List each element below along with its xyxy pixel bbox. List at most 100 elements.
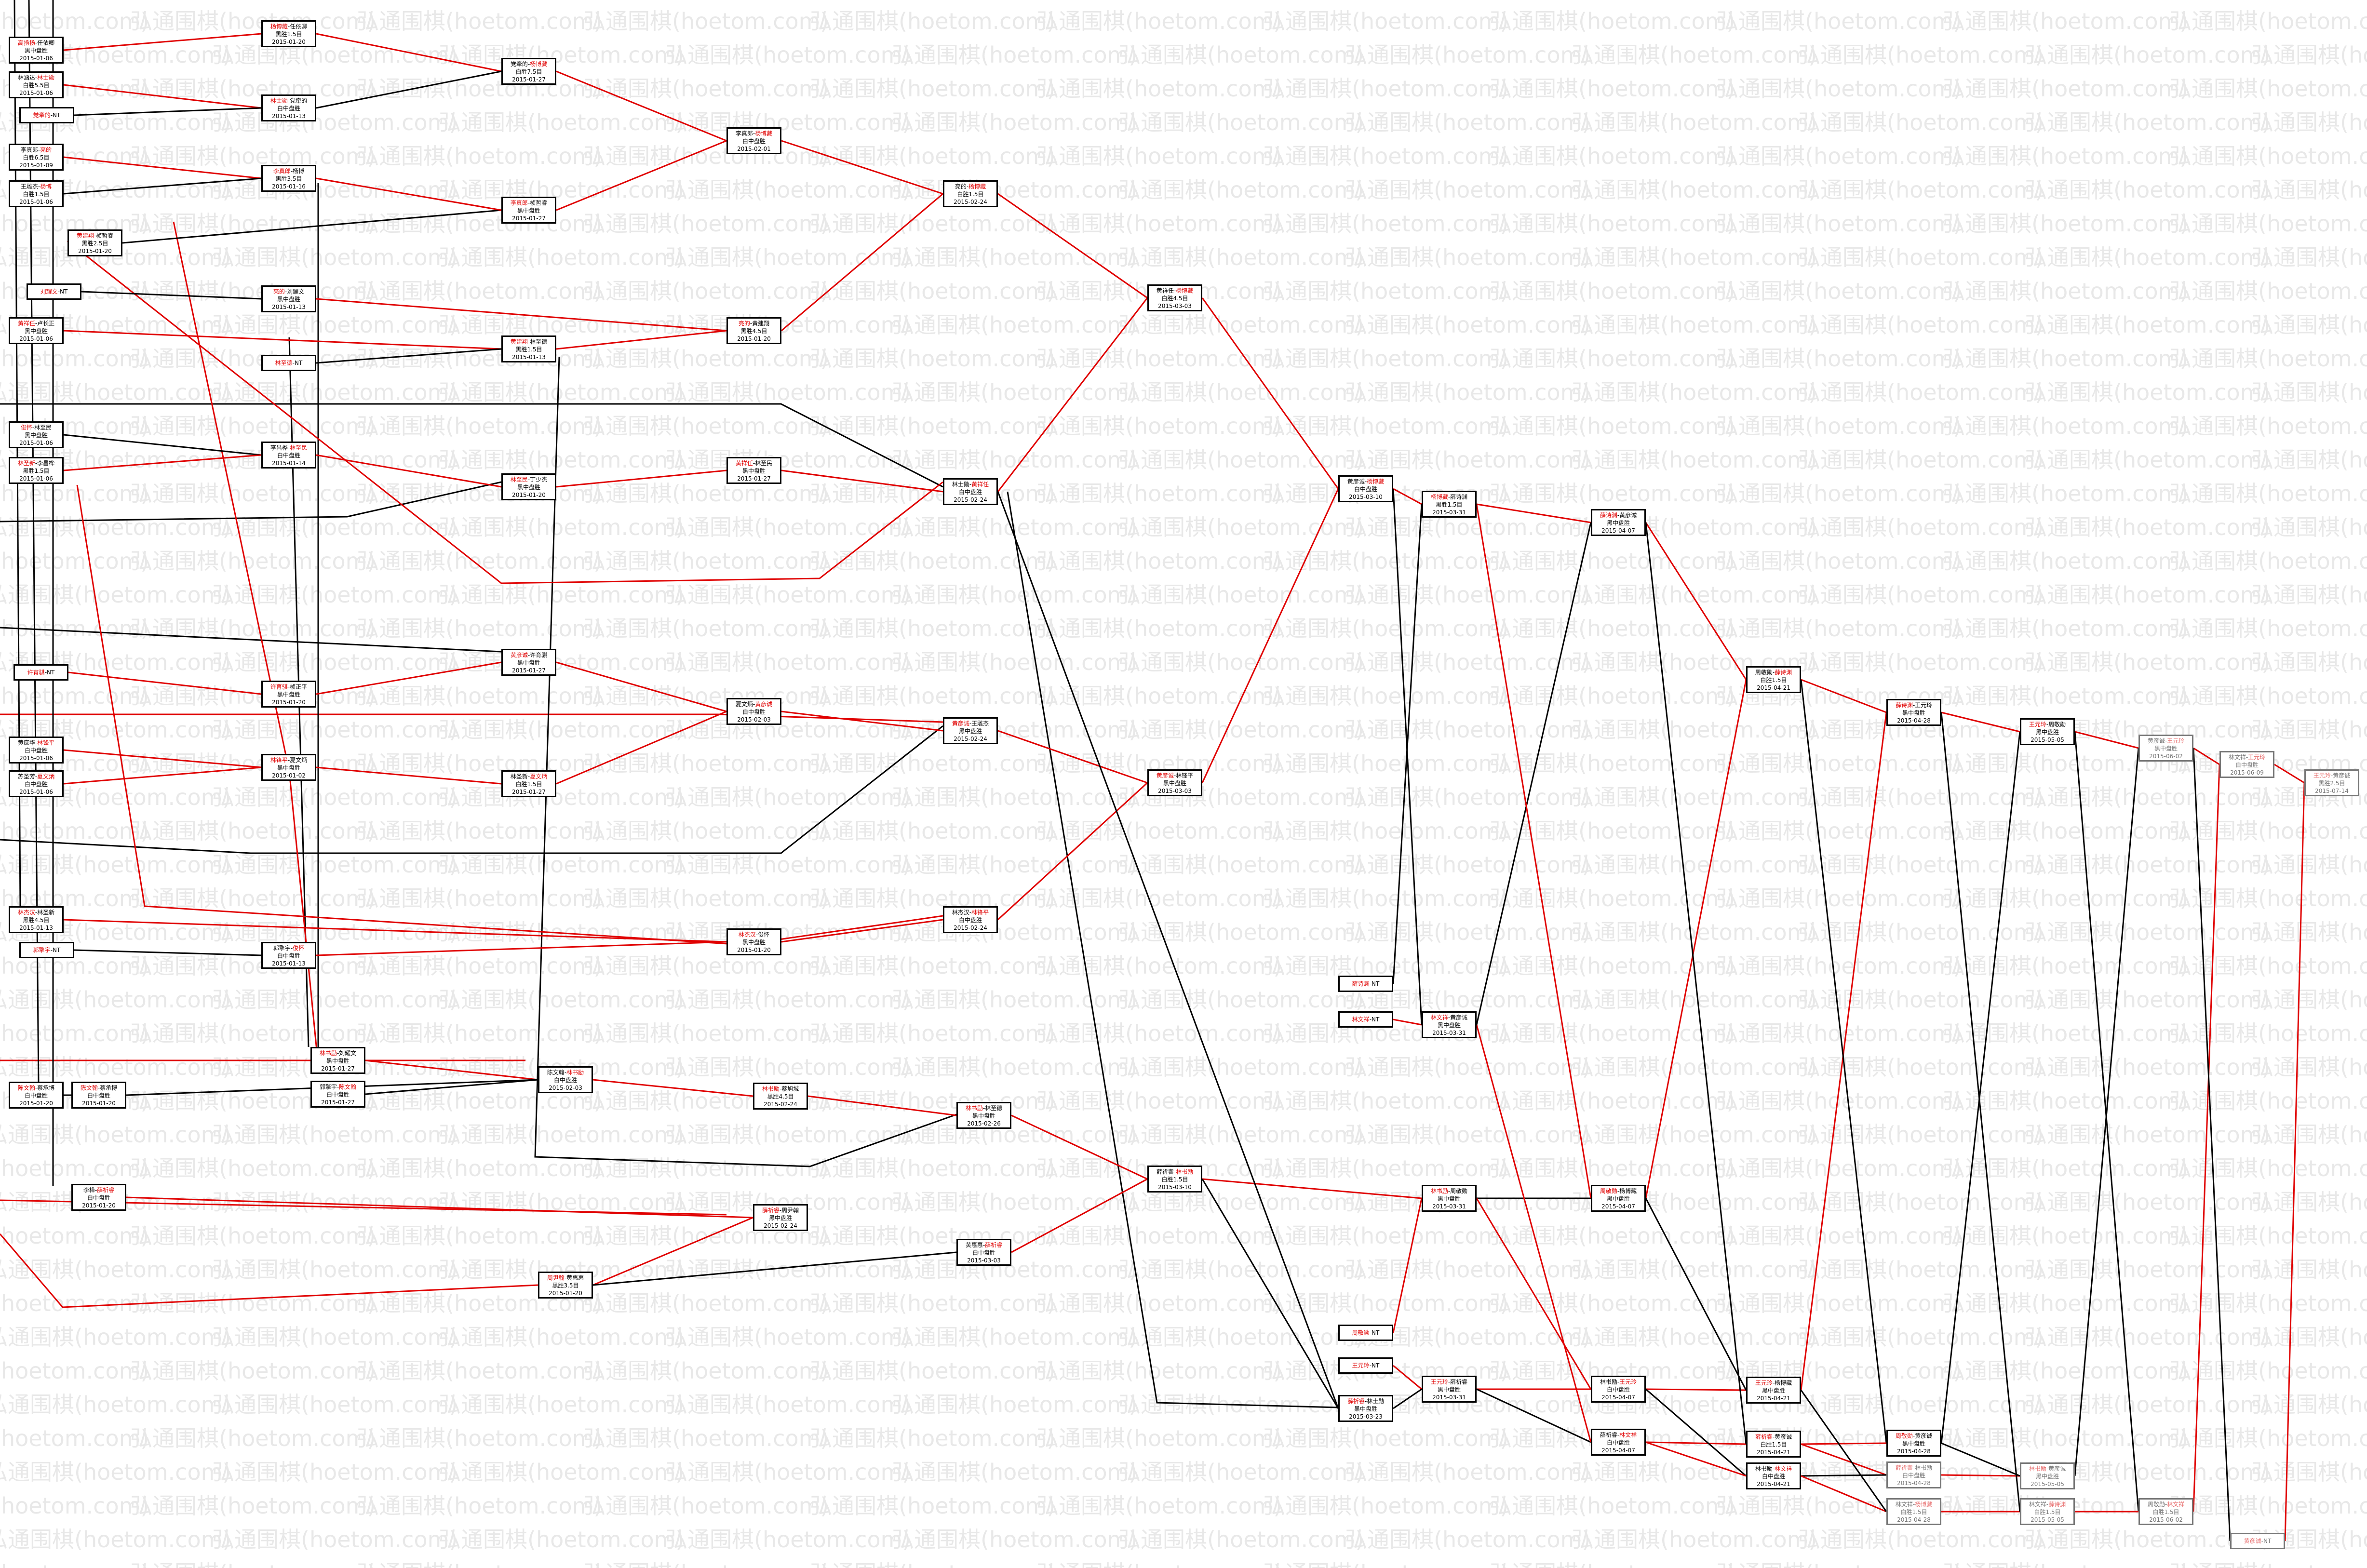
loser-connector xyxy=(63,434,262,456)
match-date: 2015-04-21 xyxy=(1757,1395,1790,1402)
winner-connector xyxy=(1202,1178,1422,1199)
player-a: 薛诗渊 xyxy=(1895,702,1913,709)
player-b: 薛诗渊 xyxy=(2048,1501,2066,1508)
match-date: 2015-04-28 xyxy=(1897,1480,1931,1487)
player-separator: - xyxy=(1772,1434,1775,1440)
match-result: 白胜1.5目 xyxy=(1900,1509,1927,1515)
match-players: 周敬勋-黄彦诚 xyxy=(1888,1432,1940,1440)
match-date: 2015-01-20 xyxy=(737,335,771,342)
loser-connector xyxy=(1007,491,1339,1408)
match-players: 王元玲-黄彦诚 xyxy=(2306,772,2358,779)
match-players: 党牵的-杨博藏 xyxy=(503,60,555,68)
match-date: 2015-01-06 xyxy=(19,199,53,205)
match-players: 亮的-杨博藏 xyxy=(944,183,996,190)
player-b: 周敬勋 xyxy=(1450,1188,1468,1194)
player-b: 杨博藏 xyxy=(1176,287,1194,294)
loser-connector xyxy=(0,725,943,854)
player-separator: - xyxy=(1173,287,1176,294)
match-result: 白中盘胜 xyxy=(958,489,982,496)
player-separator: - xyxy=(336,1084,339,1090)
player-b: 黄祥任 xyxy=(971,481,989,488)
match-date: 2015-07-14 xyxy=(2315,788,2349,794)
player-a: 林锋平 xyxy=(270,757,288,764)
match-date: 2015-01-20 xyxy=(549,1290,582,1297)
match-players: 杨博藏-任依卿 xyxy=(263,23,315,30)
match-result: 白胜1.5目 xyxy=(2152,1509,2179,1515)
player-a: 周尹翰 xyxy=(547,1274,565,1281)
player-b: 林至民 xyxy=(34,424,52,431)
player-separator: - xyxy=(2165,1501,2167,1508)
player-b: 俊怀 xyxy=(758,931,770,938)
match-players: 黄庶华-林锋平 xyxy=(10,739,62,747)
player-separator: - xyxy=(527,652,530,658)
player-a: 夏文炳 xyxy=(735,701,753,708)
match-date: 2015-05-05 xyxy=(2031,1481,2064,1488)
match-players: 黄彦诚-王元玲 xyxy=(2140,737,2192,745)
winner-connector xyxy=(1645,1441,1747,1445)
match-players: 郭擎宇-NT xyxy=(21,946,73,954)
match-result: 黑胜1.5目 xyxy=(23,468,50,474)
match-date: 2015-01-13 xyxy=(272,113,306,120)
match-date: 2015-01-13 xyxy=(512,354,546,361)
match-result: 黑胜1.5目 xyxy=(275,31,302,38)
player-b: 黄彦诚 xyxy=(755,701,773,708)
match-result: 黑中盘胜 xyxy=(277,296,300,303)
match-date: 2015-05-05 xyxy=(2031,737,2064,743)
match-result: 黑中盘胜 xyxy=(1606,520,1630,526)
player-b: 蔡旭城 xyxy=(781,1086,799,1092)
winner-connector xyxy=(63,156,262,179)
match-node: 薛诗渊-NT xyxy=(1338,976,1393,992)
winner-connector xyxy=(2074,731,2139,749)
loser-connector xyxy=(316,70,502,109)
match-players: 林杰汉-俊怀 xyxy=(728,931,780,938)
match-date: 2015-01-14 xyxy=(272,460,306,467)
player-b: 蔡承博 xyxy=(100,1085,118,1091)
player-a: 林文祥 xyxy=(2228,754,2246,761)
match-date: 2015-02-26 xyxy=(967,1120,1001,1127)
match-players: 李真郎-亮的 xyxy=(10,146,62,154)
winner-connector xyxy=(316,941,727,956)
match-node: 林文祥-NT xyxy=(1338,1011,1393,1028)
player-a: 王元玲 xyxy=(1430,1379,1448,1385)
winner-connector xyxy=(1801,679,1887,713)
player-b: 林锋平 xyxy=(1176,772,1194,779)
match-players: 林文祥-黄彦诚 xyxy=(1423,1014,1475,1021)
match-date: 2015-01-27 xyxy=(512,667,546,674)
match-result: 黑胜4.5目 xyxy=(767,1093,794,1100)
player-a: 黄祥任 xyxy=(17,320,35,327)
player-b: 杨博藏 xyxy=(1619,1188,1637,1194)
match-result: 黑中盘胜 xyxy=(1437,1022,1461,1029)
match-date: 2015-02-24 xyxy=(954,736,987,742)
match-players: 李真郎-桢哲睿 xyxy=(503,199,555,207)
player-a: 黄祥任 xyxy=(735,460,753,467)
match-result: 白中盘胜 xyxy=(972,1249,995,1256)
player-separator: - xyxy=(753,460,755,467)
player-separator: - xyxy=(753,130,755,137)
match-players: 林士勋-党牵的 xyxy=(263,97,315,105)
player-b: 林锋平 xyxy=(37,739,55,746)
match-date: 2015-01-16 xyxy=(272,183,306,190)
match-players: 陈文翰-蔡承博 xyxy=(73,1084,125,1092)
winner-connector xyxy=(781,469,943,493)
match-result: 白胜7.5目 xyxy=(515,68,542,75)
player-b: 陈文翰 xyxy=(339,1084,357,1090)
player-a: 俊怀 xyxy=(20,424,32,431)
match-date: 2015-01-13 xyxy=(272,960,306,967)
player-b: 黄彦诚 xyxy=(2048,1465,2066,1472)
match-date: 2015-01-27 xyxy=(321,1065,355,1072)
match-date: 2015-03-23 xyxy=(1349,1413,1383,1420)
